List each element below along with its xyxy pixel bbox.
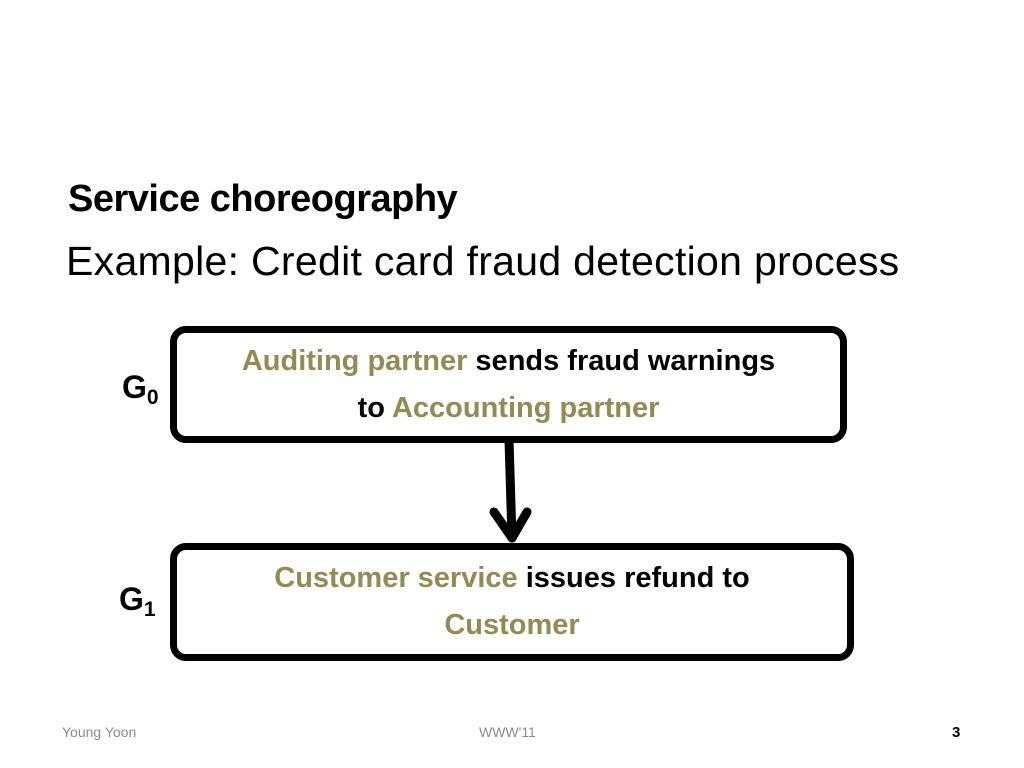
g1-label-subscript: 1 bbox=[143, 598, 156, 621]
footer-event: WWW'11 bbox=[479, 724, 536, 740]
footer-author: Young Yoon bbox=[62, 724, 137, 740]
slide-subtitle: Example: Credit card fraud detection pro… bbox=[66, 238, 900, 284]
g0-connector-text: to bbox=[357, 391, 392, 424]
footer-page-number: 3 bbox=[952, 724, 961, 741]
g0-sender-role: Auditing partner bbox=[241, 344, 468, 377]
g0-label-subscript: 0 bbox=[146, 386, 159, 409]
g1-step-box: Customer service issues refund to Custome… bbox=[170, 543, 854, 661]
g1-label: G1 bbox=[119, 581, 156, 620]
g0-receiver-role: Accounting partner bbox=[391, 391, 660, 424]
slide-title: Service choreography bbox=[68, 178, 458, 220]
g0-label-letter: G bbox=[122, 369, 147, 405]
g0-action-text: sends fraud warnings bbox=[467, 344, 776, 377]
g1-label-letter: G bbox=[119, 581, 144, 617]
g1-action-text: issues refund to bbox=[517, 562, 750, 594]
g1-receiver-role: Customer bbox=[444, 609, 580, 641]
g1-sender-role: Customer service bbox=[274, 562, 518, 594]
g0-label: G0 bbox=[122, 369, 159, 408]
g1-step-text: Customer service issues refund to Custome… bbox=[264, 555, 759, 649]
flow-arrow-head bbox=[489, 507, 532, 543]
flow-arrow-shaft bbox=[504, 440, 517, 543]
flow-arrow bbox=[489, 440, 532, 543]
